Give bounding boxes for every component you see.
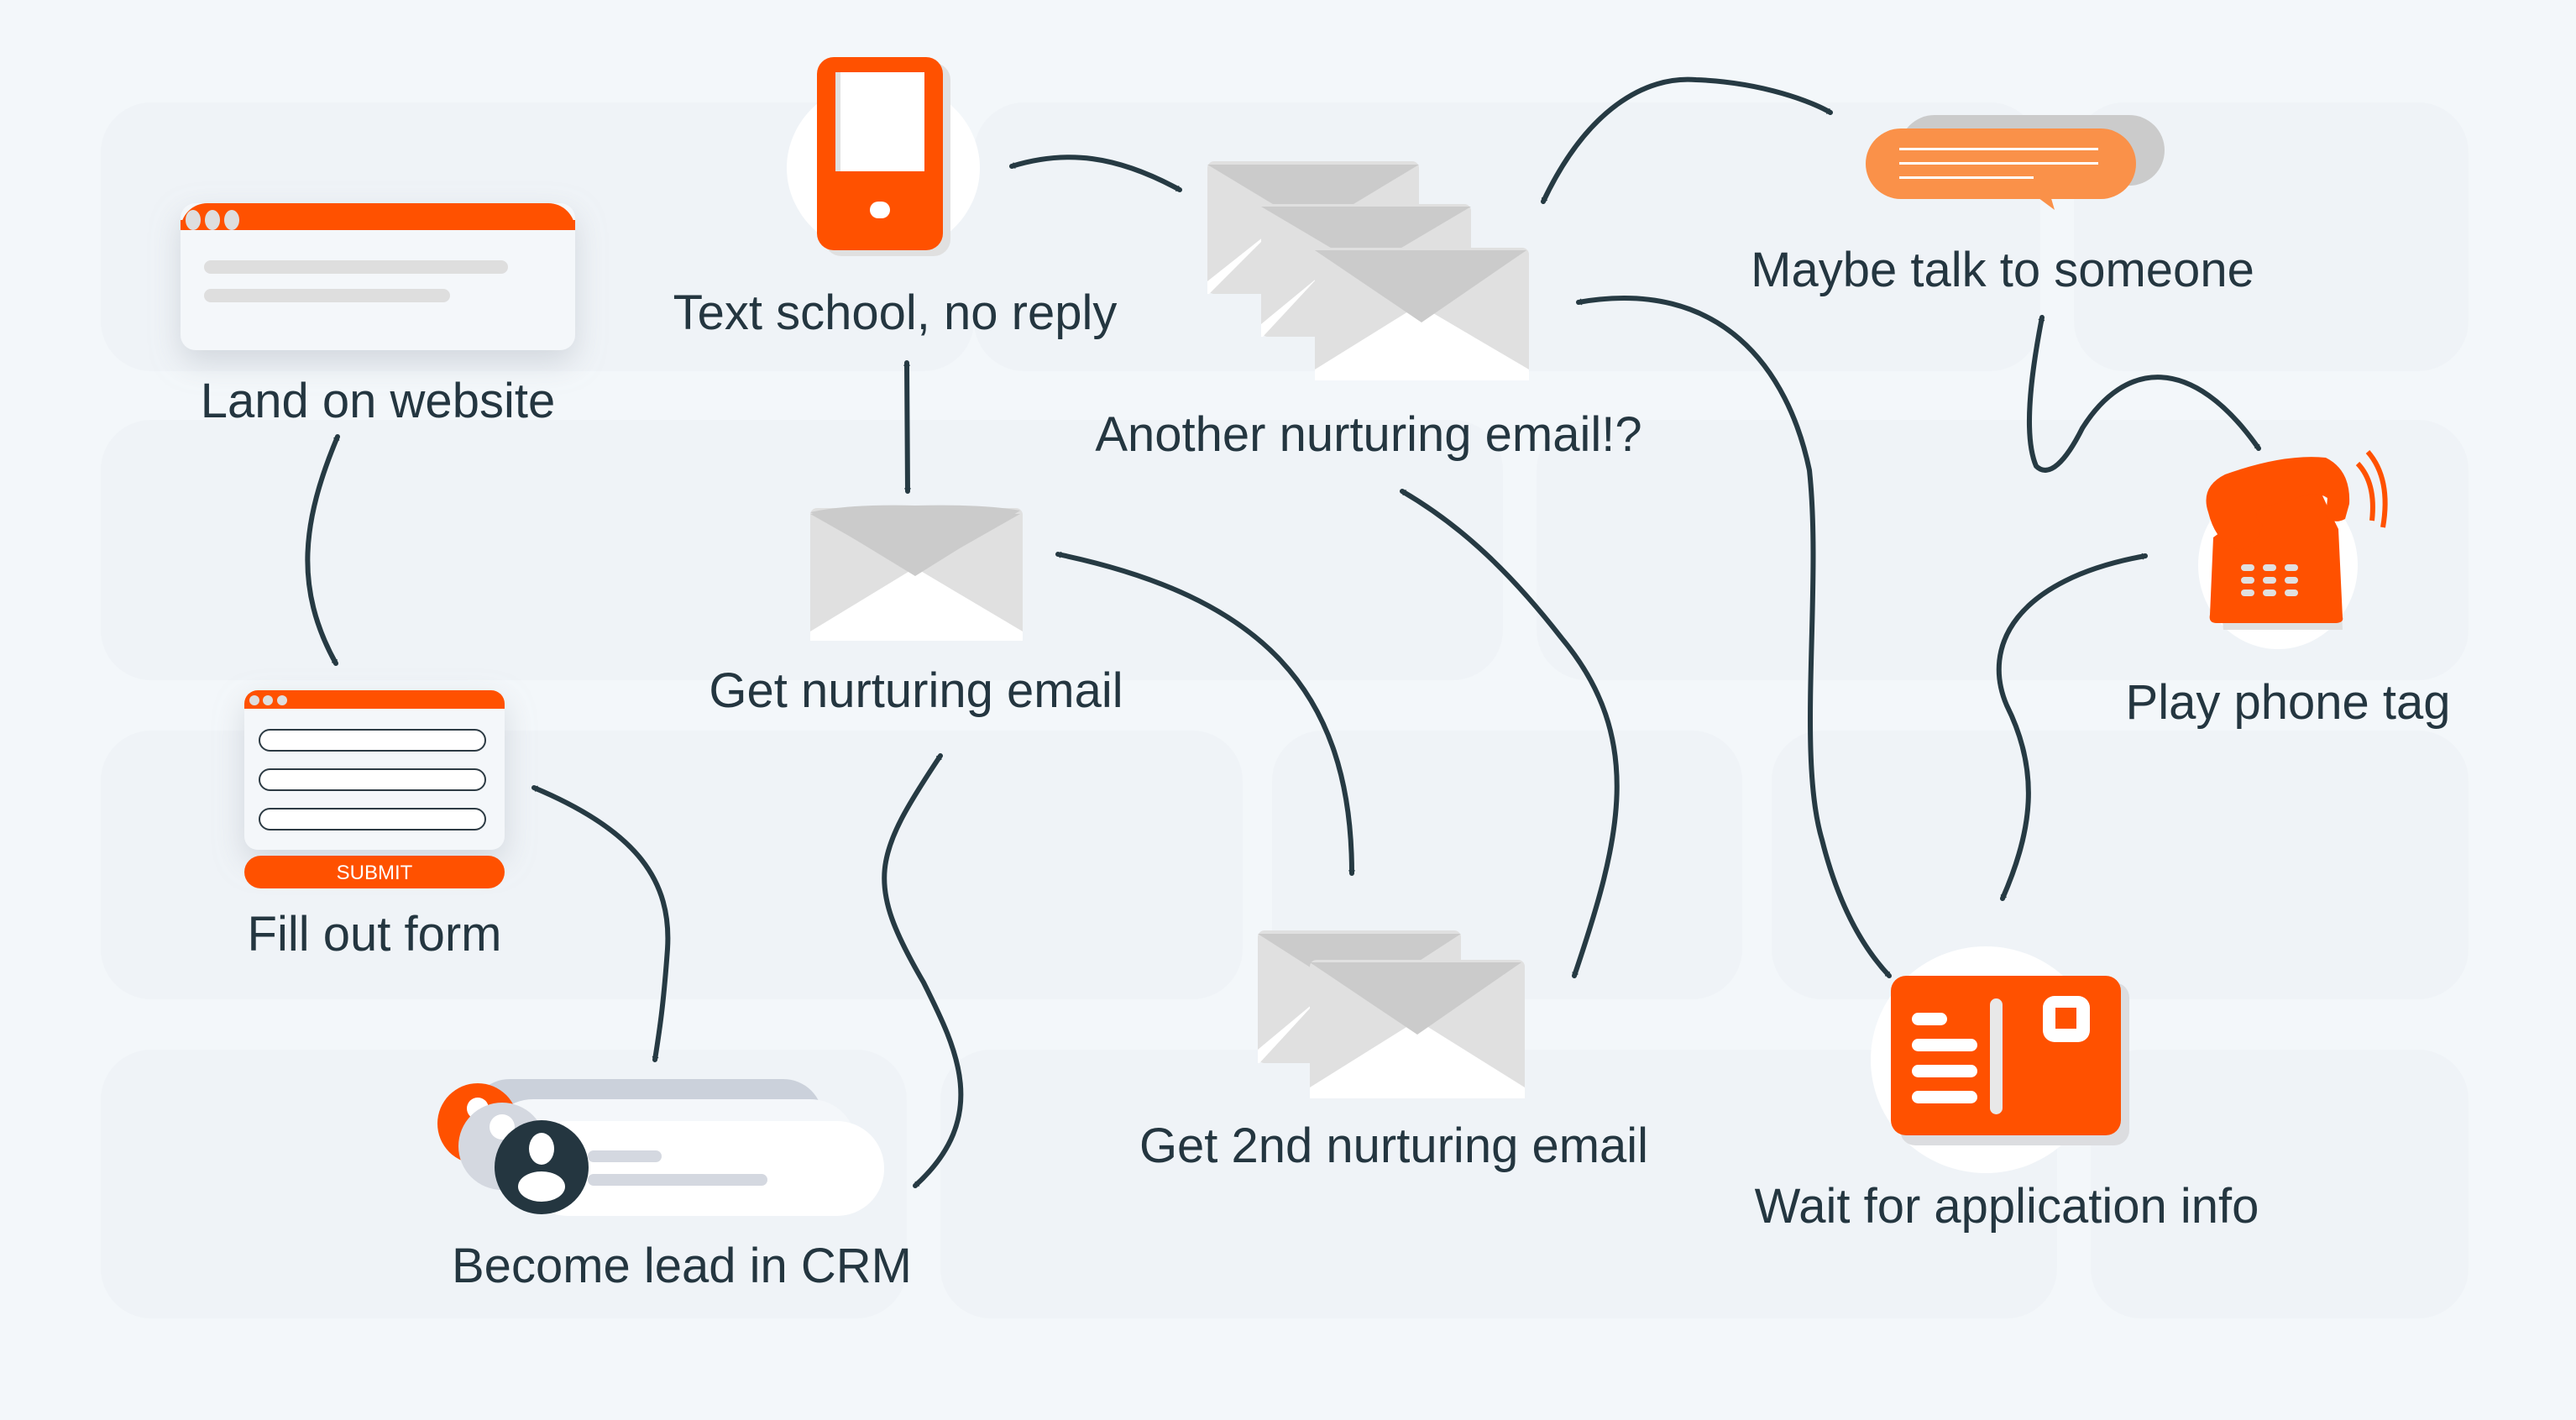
ringing-telephone-icon (2206, 450, 2388, 630)
step-label: Text school, no reply (673, 286, 1118, 340)
arrow-email3-talk (1541, 76, 1833, 204)
arrow-phonetag-wait (1996, 553, 2148, 901)
step-label: Land on website (201, 374, 555, 428)
browser-window-icon (181, 203, 575, 350)
envelope-icon (810, 505, 1023, 641)
connection-arrows (305, 76, 2261, 1188)
web-form-icon: SUBMIT (244, 690, 505, 888)
crm-contacts-icon (437, 1079, 884, 1216)
step-label: Get 2nd nurturing email (1139, 1119, 1648, 1173)
arrow-crm-email1 (882, 753, 964, 1188)
arrow-talk-phonetag (2026, 315, 2261, 473)
postcard-icon (1891, 976, 2129, 1145)
step-get-2nd-nurturing-email[interactable]: Get 2nd nurturing email (1139, 930, 1648, 1173)
step-text-school[interactable]: Text school, no reply (673, 57, 1118, 340)
step-another-nurturing-email[interactable]: Another nurturing email!? (1095, 161, 1642, 462)
step-label: Play phone tag (2126, 675, 2451, 730)
step-label: Maybe talk to someone (1751, 243, 2254, 297)
step-fill-out-form[interactable]: SUBMIT Fill out form (244, 690, 505, 962)
step-label: Fill out form (248, 907, 502, 962)
step-become-lead-in-crm[interactable]: Become lead in CRM (437, 1079, 912, 1293)
step-maybe-talk-to-someone[interactable]: Maybe talk to someone (1751, 115, 2254, 297)
submit-button-label: SUBMIT (337, 862, 413, 884)
step-land-on-website[interactable]: Land on website (181, 203, 575, 428)
step-label: Get nurturing email (709, 663, 1123, 718)
step-label: Wait for application info (1755, 1179, 2259, 1234)
step-label: Another nurturing email!? (1095, 407, 1641, 462)
step-get-nurturing-email[interactable]: Get nurturing email (709, 505, 1123, 718)
mobile-phone-icon (817, 57, 950, 256)
arrow-form-crm (531, 785, 671, 1062)
chat-bubble-icon (1866, 115, 2165, 210)
step-label: Become lead in CRM (452, 1239, 912, 1293)
step-play-phone-tag[interactable]: Play phone tag (2126, 450, 2451, 730)
avatar (495, 1120, 589, 1214)
submit-button[interactable] (244, 856, 505, 888)
envelope-stack-icon (1207, 161, 1529, 380)
arrow-email3-wait (1576, 296, 1892, 978)
arrow-email1-text (903, 360, 911, 494)
arrow-text-email3 (1009, 155, 1182, 192)
step-wait-for-application-info[interactable]: Wait for application info (1755, 946, 2259, 1234)
arrow-land-form (305, 434, 340, 666)
arrow-email1-email2 (1055, 551, 1355, 876)
envelope-pair-icon (1258, 930, 1525, 1098)
